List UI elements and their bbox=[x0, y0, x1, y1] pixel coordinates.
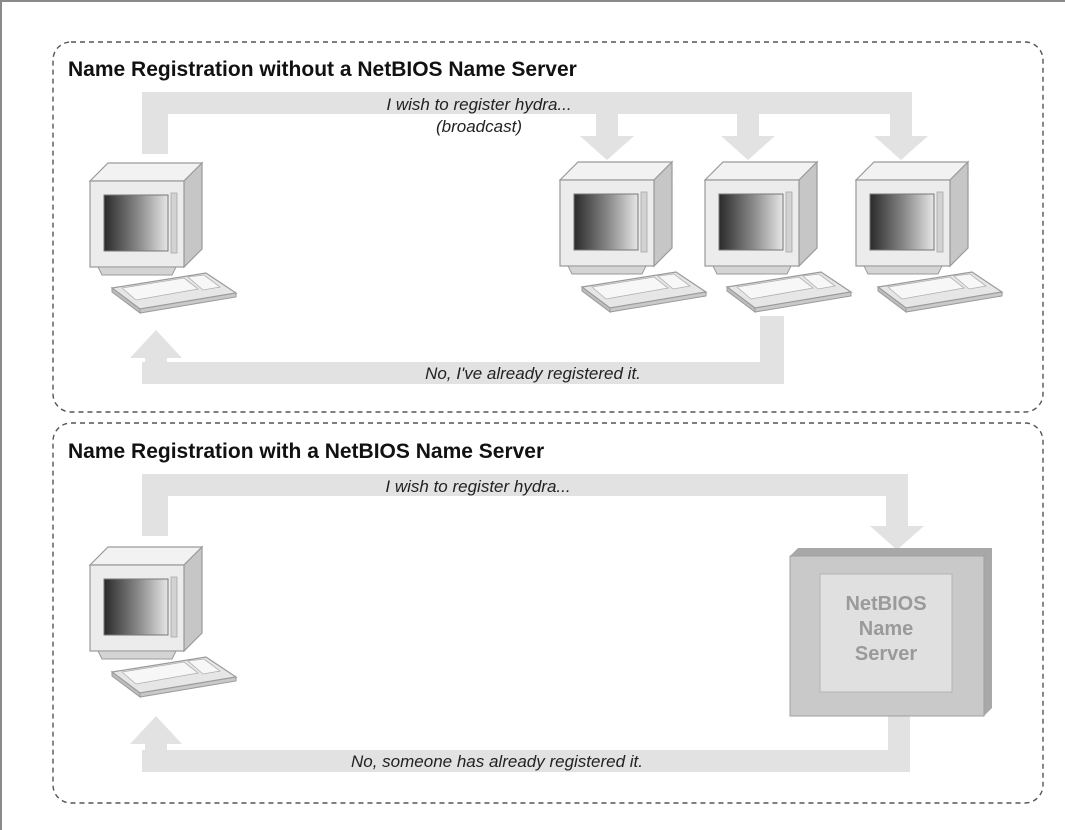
panel-with-title: Name Registration with a NetBIOS Name Se… bbox=[68, 440, 544, 463]
server-reply-arrow bbox=[130, 700, 910, 772]
server-request-text: I wish to register hydra... bbox=[385, 477, 570, 496]
registration-reply-arrow bbox=[130, 316, 784, 384]
server-request-arrow bbox=[142, 474, 924, 550]
panel-with-border bbox=[52, 422, 1044, 804]
requesting-computer-icon bbox=[89, 546, 237, 698]
panel-without-border bbox=[52, 41, 1044, 413]
broadcast-request-arrow bbox=[142, 92, 928, 160]
registration-reply-text: No, I've already registered it. bbox=[425, 364, 641, 383]
name-server-box-icon: NetBIOS Name Server bbox=[789, 548, 992, 717]
panel-with-nbns: Name Registration with a NetBIOS Name Se… bbox=[52, 422, 1044, 804]
computer-icon bbox=[559, 161, 707, 313]
computer-icon bbox=[855, 161, 1003, 313]
server-label-line2: Name bbox=[859, 618, 913, 640]
requesting-computer-icon bbox=[89, 162, 237, 314]
panel-without-title: Name Registration without a NetBIOS Name… bbox=[68, 58, 577, 81]
server-label-line3: Server bbox=[855, 643, 917, 665]
broadcast-note-text: (broadcast) bbox=[436, 117, 522, 136]
owning-computer-icon bbox=[704, 161, 852, 313]
server-reply-text: No, someone has already registered it. bbox=[351, 752, 643, 771]
panel-without-nbns: Name Registration without a NetBIOS Name… bbox=[52, 41, 1044, 413]
broadcast-request-text: I wish to register hydra... bbox=[386, 95, 571, 114]
server-label-line1: NetBIOS bbox=[845, 593, 926, 615]
